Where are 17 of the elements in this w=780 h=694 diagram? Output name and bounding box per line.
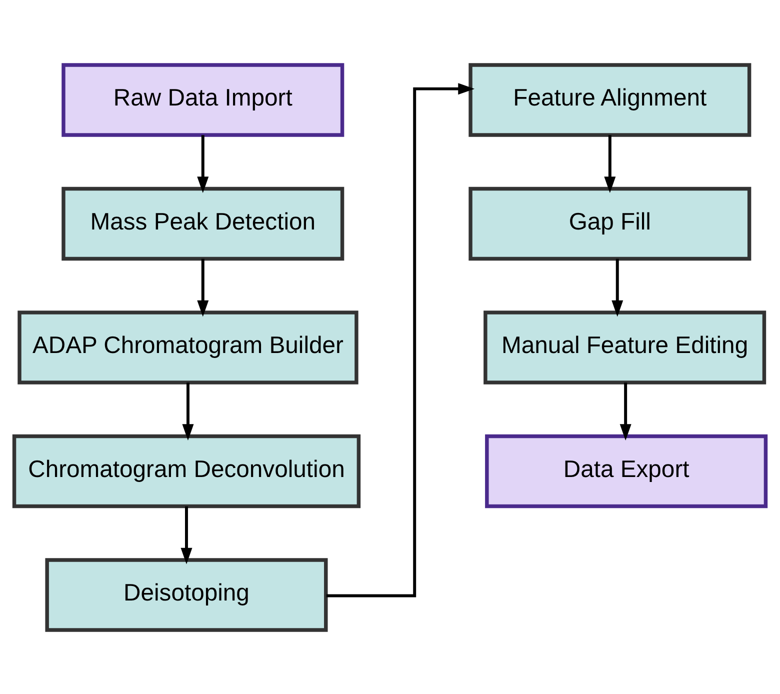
arrow bbox=[182, 382, 194, 440]
arrow bbox=[180, 506, 192, 564]
node-box: Chromatogram Deconvolution bbox=[12, 434, 361, 508]
node-box: Deisotoping bbox=[45, 558, 328, 632]
node-box: Feature Alignment bbox=[468, 62, 752, 136]
arrow bbox=[612, 258, 624, 316]
arrow bbox=[326, 82, 475, 597]
node-box: ADAP Chromatogram Builder bbox=[18, 310, 358, 384]
arrow bbox=[604, 134, 616, 193]
arrow bbox=[620, 382, 632, 440]
node-box: Gap Fill bbox=[468, 186, 752, 260]
arrow bbox=[197, 134, 209, 193]
node-box: Data Export bbox=[485, 434, 768, 508]
node-box: Raw Data Import bbox=[62, 62, 344, 136]
node-box: Manual Feature Editing bbox=[484, 310, 766, 384]
arrow bbox=[197, 258, 209, 316]
node-box: Mass Peak Detection bbox=[62, 186, 344, 260]
